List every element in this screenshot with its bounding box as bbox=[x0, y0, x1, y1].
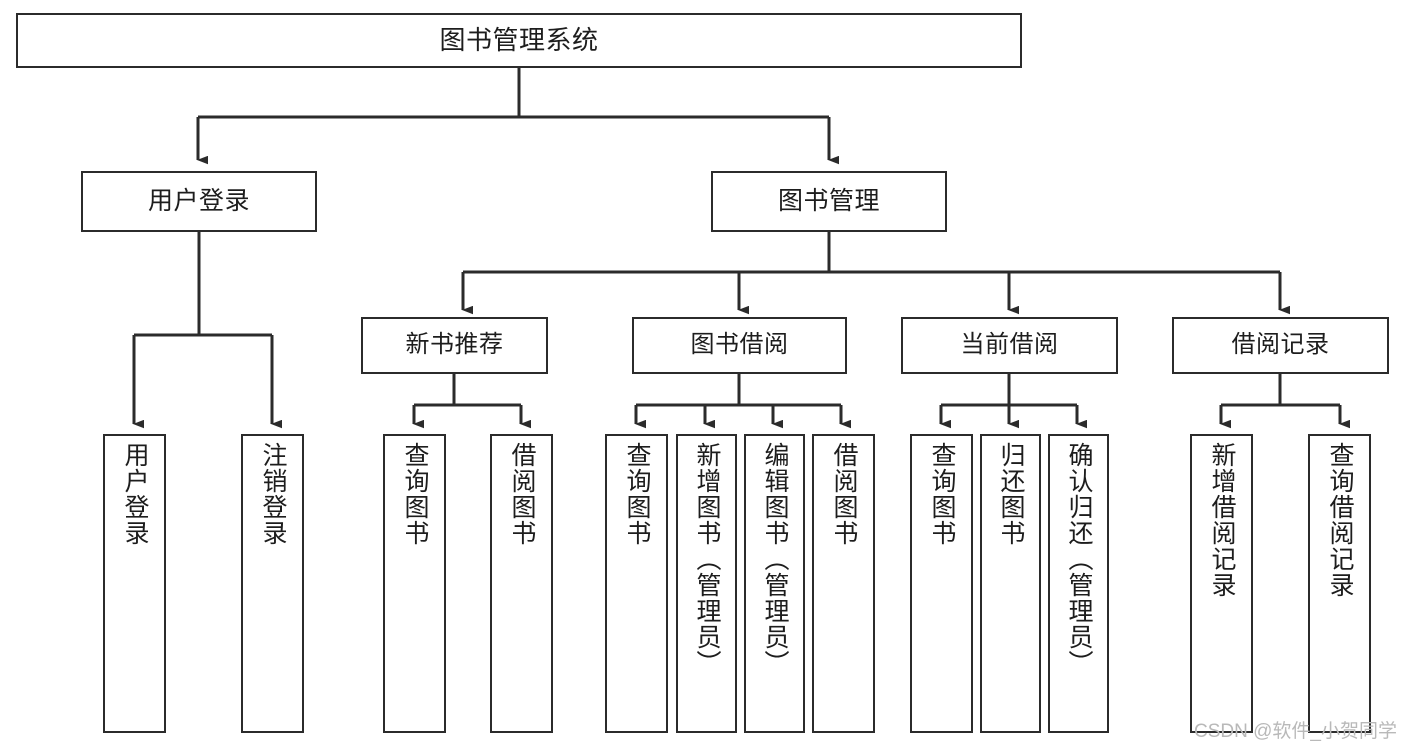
node-label: 借阅记录 bbox=[1231, 331, 1330, 359]
leaf-current-borrow-query-book[interactable]: 查询图书 bbox=[910, 434, 973, 733]
node-label: 图书管理 bbox=[777, 186, 880, 215]
node-borrow-record[interactable]: 借阅记录 bbox=[1172, 317, 1389, 374]
node-label: 用户登录 bbox=[147, 186, 250, 215]
node-book-management[interactable]: 图书管理 bbox=[711, 171, 947, 232]
leaf-user-login-logout[interactable]: 注销登录 bbox=[241, 434, 304, 733]
leaf-borrow-record-add-record[interactable]: 新增借阅记录 bbox=[1190, 434, 1253, 733]
node-label: 归还图书 bbox=[997, 442, 1025, 546]
node-label: 新增图书（管理员） bbox=[693, 442, 721, 676]
leaf-borrow-record-query-record[interactable]: 查询借阅记录 bbox=[1308, 434, 1371, 733]
leaf-book-borrow-add-book-admin[interactable]: 新增图书（管理员） bbox=[676, 434, 737, 733]
node-root-book-management-system[interactable]: 图书管理系统 bbox=[16, 13, 1022, 68]
node-label: 借阅图书 bbox=[830, 442, 858, 546]
node-label: 用户登录 bbox=[121, 442, 149, 546]
node-new-book-recommend[interactable]: 新书推荐 bbox=[361, 317, 548, 374]
node-label: 查询图书 bbox=[928, 442, 956, 546]
node-book-borrow[interactable]: 图书借阅 bbox=[632, 317, 847, 374]
node-label: 图书借阅 bbox=[690, 331, 789, 359]
node-label: 确认归还（管理员） bbox=[1065, 442, 1093, 676]
node-current-borrow[interactable]: 当前借阅 bbox=[901, 317, 1118, 374]
node-label: 查询图书 bbox=[401, 442, 429, 546]
node-label: 当前借阅 bbox=[960, 331, 1059, 359]
node-label: 新增借阅记录 bbox=[1208, 442, 1236, 598]
node-label: 注销登录 bbox=[259, 442, 287, 546]
node-label: 图书管理系统 bbox=[439, 25, 599, 56]
node-label: 新书推荐 bbox=[405, 331, 504, 359]
leaf-new-book-borrow-book[interactable]: 借阅图书 bbox=[490, 434, 553, 733]
leaf-book-borrow-borrow-book[interactable]: 借阅图书 bbox=[812, 434, 875, 733]
leaf-current-borrow-return-book[interactable]: 归还图书 bbox=[980, 434, 1041, 733]
node-label: 编辑图书（管理员） bbox=[761, 442, 789, 676]
node-label: 借阅图书 bbox=[508, 442, 536, 546]
leaf-new-book-query-book[interactable]: 查询图书 bbox=[383, 434, 446, 733]
leaf-book-borrow-query-book[interactable]: 查询图书 bbox=[605, 434, 668, 733]
leaf-book-borrow-edit-book-admin[interactable]: 编辑图书（管理员） bbox=[744, 434, 805, 733]
leaf-current-borrow-confirm-return-admin[interactable]: 确认归还（管理员） bbox=[1048, 434, 1109, 733]
leaf-user-login-login[interactable]: 用户登录 bbox=[103, 434, 166, 733]
node-label: 查询借阅记录 bbox=[1326, 442, 1354, 598]
node-label: 查询图书 bbox=[623, 442, 651, 546]
node-user-login[interactable]: 用户登录 bbox=[81, 171, 317, 232]
